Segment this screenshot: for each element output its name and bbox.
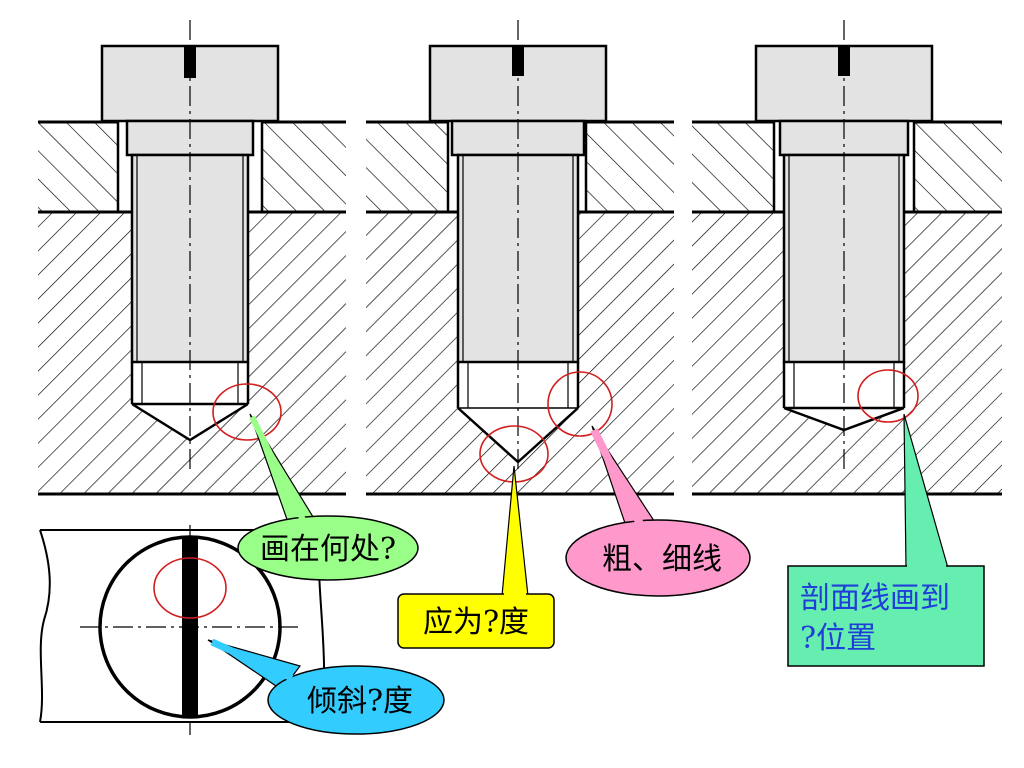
callout-tilt-angle-text: 倾斜?度	[307, 684, 413, 719]
callout-angle-should-be-text: 应为?度	[423, 605, 529, 640]
bolt-head-top-view	[39, 525, 326, 735]
lower-plate-hatch	[692, 212, 1002, 494]
callout-where-to-draw-text: 画在何处?	[260, 532, 396, 567]
panel-1-threaded-hole	[38, 20, 346, 496]
callout-where-to-draw: 画在何处?	[237, 413, 419, 581]
panel-2-threaded-hole	[366, 20, 674, 496]
panel-3-threaded-hole	[692, 20, 1002, 496]
highlight-circle-edge	[547, 371, 613, 437]
upper-plate-hatch	[366, 122, 674, 212]
highlight-circle-slot	[153, 557, 227, 619]
upper-plate-hatch	[692, 122, 1002, 212]
callout-hatch-line-1: 剖面线画到	[800, 581, 950, 616]
callout-angle-should-be: 应为?度	[397, 465, 555, 649]
highlight-circle	[857, 369, 919, 423]
shaft-outline	[39, 529, 326, 723]
highlight-circle	[212, 383, 282, 441]
callout-hatch-line-2: ?位置	[800, 621, 876, 656]
callout-thick-thin-lines: 粗、细线	[565, 425, 751, 597]
lower-plate-hatch	[366, 212, 674, 494]
lower-plate-hatch	[38, 212, 346, 494]
callout-thick-thin-lines-text: 粗、细线	[602, 542, 722, 577]
callout-hatch-position: 剖面线画到 ?位置	[787, 413, 985, 667]
callout-tilt-angle: 倾斜?度	[207, 638, 445, 735]
upper-plate-hatch	[38, 122, 346, 212]
